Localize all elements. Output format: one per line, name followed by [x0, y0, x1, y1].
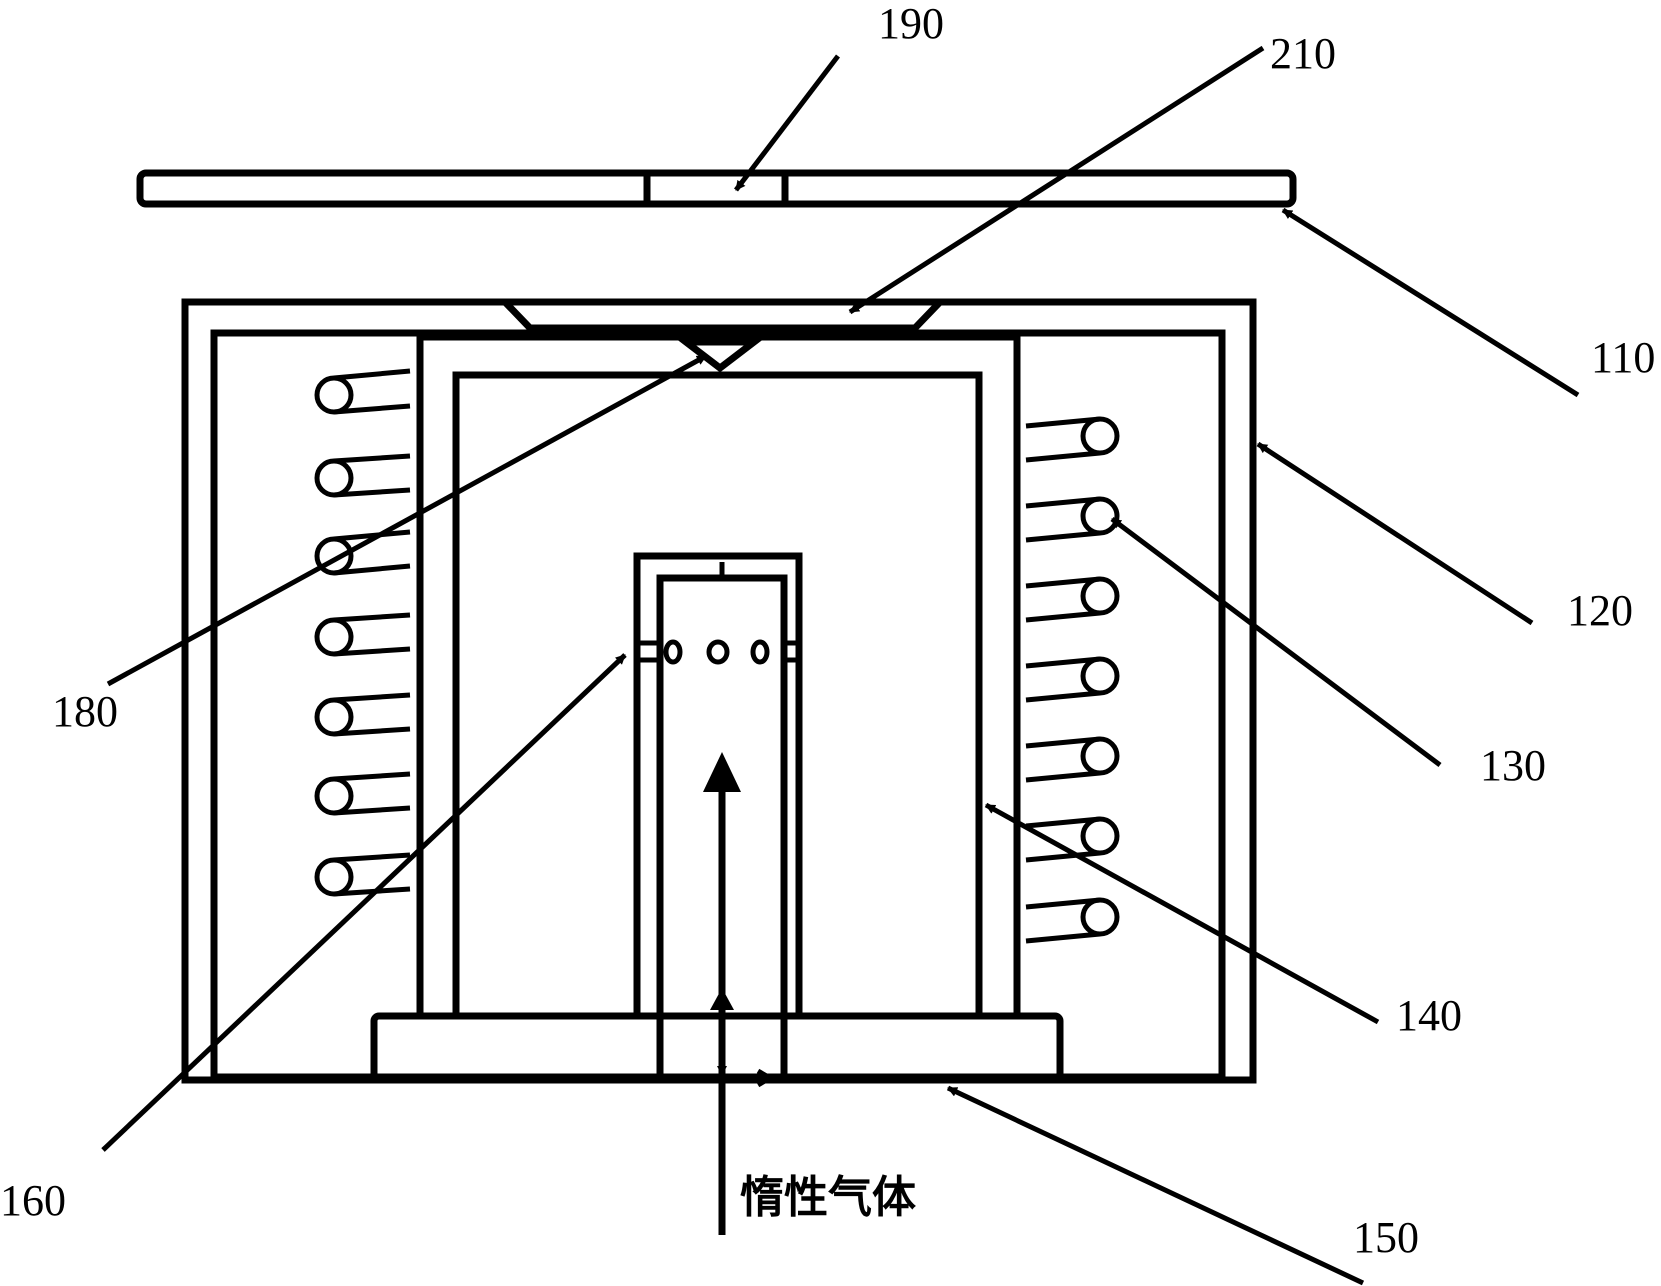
label-140: 140	[1396, 991, 1462, 1040]
gas-inlet-arrow	[703, 752, 775, 1235]
top-plate	[136, 169, 1297, 208]
base-plate	[370, 1012, 1064, 1082]
part-labels: 190 210 110 120 130 140 150 160 180 惰性气体	[0, 0, 1655, 1262]
label-130: 130	[1480, 741, 1546, 790]
coil-left	[314, 368, 411, 897]
coil-right	[1025, 416, 1120, 944]
label-190: 190	[878, 0, 944, 48]
inert-gas-label: 惰性气体	[740, 1172, 916, 1223]
label-120: 120	[1567, 586, 1633, 635]
leader-lines	[101, 45, 1580, 1286]
label-210: 210	[1270, 29, 1336, 78]
label-150: 150	[1353, 1213, 1419, 1262]
label-180: 180	[52, 687, 118, 736]
label-110: 110	[1591, 333, 1655, 382]
label-160: 160	[0, 1176, 66, 1225]
